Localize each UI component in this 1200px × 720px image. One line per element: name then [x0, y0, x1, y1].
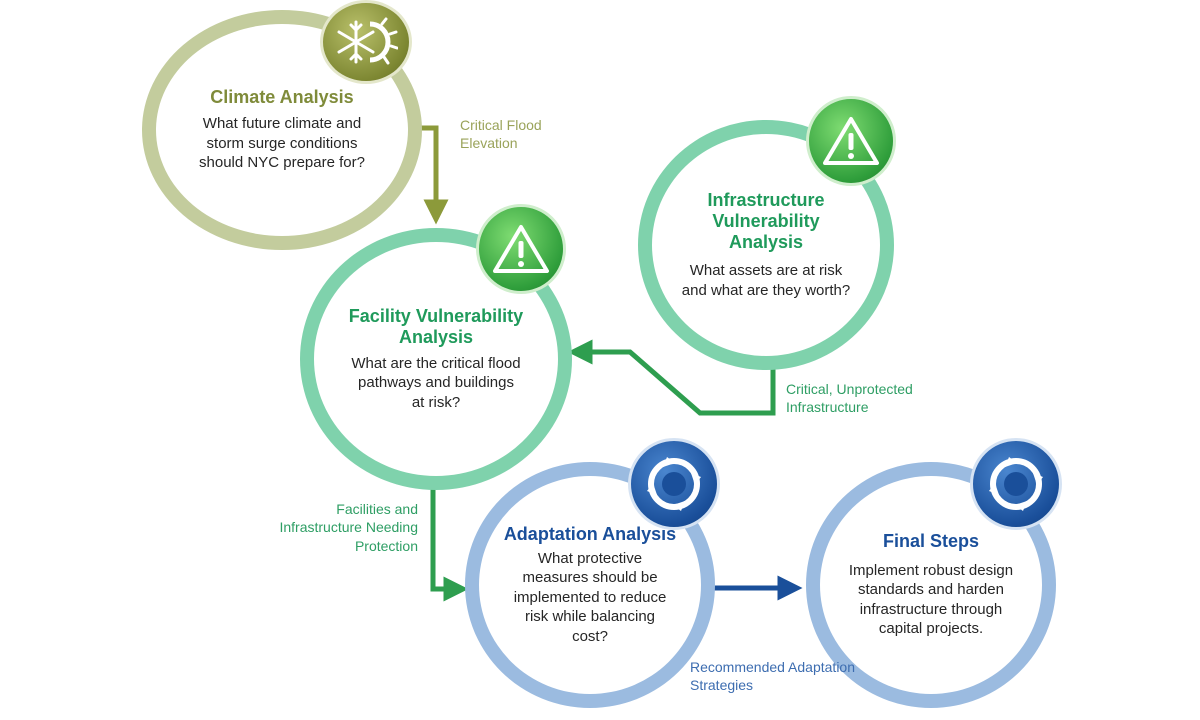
edge-label-critical-flood-elevation: Critical Flood Elevation	[460, 117, 542, 152]
snowflake-sun-icon	[320, 0, 412, 84]
infrastructure-vulnerability-description: What assets are at risk and what are the…	[681, 262, 851, 299]
final-steps-description: Implement robust design standards and ha…	[848, 561, 1014, 638]
climate-analysis-title: Climate Analysis	[210, 87, 354, 108]
warning-triangle-icon	[476, 204, 566, 294]
facility-vulnerability-title: Facility Vulnerability Analysis	[348, 305, 524, 347]
edge-label-facilities-needing-protection: Facilities and Infrastructure Needing Pr…	[279, 501, 418, 554]
infrastructure-vulnerability-title: Infrastructure Vulnerability Analysis	[707, 189, 825, 253]
arrow-facility-to-adaptation	[430, 484, 469, 602]
climate-analysis-description: What future climate and storm surge cond…	[199, 115, 365, 172]
final-steps-title: Final Steps	[882, 531, 980, 552]
adaptation-analysis-title: Adaptation Analysis	[503, 523, 677, 544]
cycle-arrows-icon	[970, 438, 1062, 530]
arrow-infrastructure-to-facility	[567, 339, 776, 416]
warning-triangle-icon	[806, 96, 896, 186]
facility-vulnerability-description: What are the critical flood pathways and…	[351, 354, 521, 411]
edge-label-critical-unprotected-infrastructure: Critical, Unprotected Infrastructure	[786, 381, 913, 416]
cycle-arrows-icon	[628, 438, 720, 530]
adaptation-analysis-description: What protective measures should be imple…	[513, 549, 667, 645]
edge-label-recommended-adaptation-strategies: Recommended Adaptation Strategies	[690, 659, 855, 694]
